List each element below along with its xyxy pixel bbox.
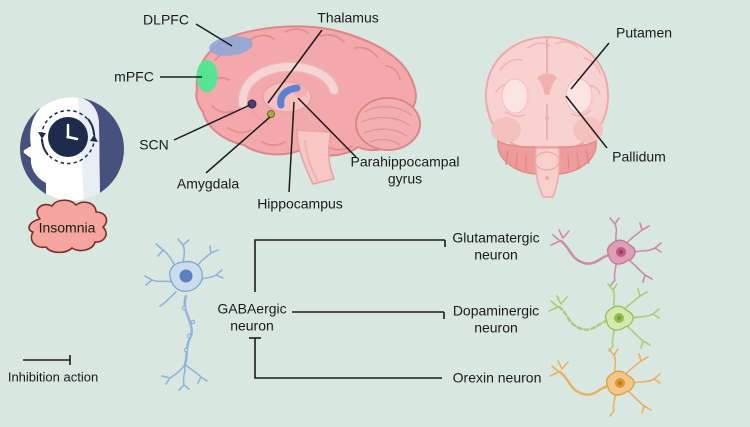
- label-gaba-line1: GABAergic: [217, 300, 287, 317]
- hippocampus-pointer-line: [288, 101, 295, 193]
- label-orexin-neuron: Orexin neuron: [452, 369, 542, 386]
- label-parahippocampal-line2: gyrus: [387, 170, 423, 186]
- sagittal-brain: [195, 25, 421, 185]
- insomnia-cloud: [28, 199, 108, 254]
- scn-pointer-line: [173, 104, 251, 141]
- hippocampus-marker: [277, 84, 301, 109]
- label-dopa-line2: neuron: [474, 319, 518, 335]
- orexin-to-gaba-line: [254, 338, 442, 379]
- inhibition-legend-line: [23, 355, 71, 365]
- mpfc-marker: [196, 60, 218, 92]
- label-hippocampus: Hippocampus: [257, 195, 343, 212]
- label-gabaergic-neuron: GABAergic neuron: [217, 300, 286, 333]
- putamen-pointer-line: [570, 42, 610, 90]
- label-glut-line1: Glutamatergic: [452, 229, 540, 246]
- coronal-brain: [484, 35, 610, 198]
- label-putamen: Putamen: [615, 24, 673, 41]
- label-gaba-line2: neuron: [230, 317, 274, 333]
- label-insomnia: Insomnia: [38, 219, 96, 236]
- label-dopaminergic-neuron: Dopaminergic neuron: [453, 302, 539, 335]
- scn-marker: [247, 99, 257, 109]
- label-dlpfc: DLPFC: [143, 11, 189, 28]
- orexin-neuron-graphic: [550, 349, 660, 416]
- connector-lines: [249, 239, 446, 379]
- cerebellum: [355, 97, 421, 151]
- label-scn: SCN: [139, 136, 169, 153]
- label-parahippocampal-line1: Parahippocampal: [350, 153, 460, 170]
- label-amygdala: Amygdala: [176, 175, 240, 192]
- clock-icon: [38, 109, 98, 165]
- label-glutamatergic-neuron: Glutamatergic neuron: [452, 229, 539, 262]
- label-parahippocampal-gyrus: Parahippocampal gyrus: [351, 153, 460, 186]
- amygdala-marker: [267, 110, 275, 118]
- gaba-to-glutamatergic-line: [254, 239, 445, 292]
- ventricle: [537, 73, 557, 95]
- dopaminergic-neuron-graphic: [549, 284, 659, 351]
- label-thalamus: Thalamus: [317, 9, 379, 26]
- head-clock-icon: [20, 97, 124, 201]
- parahippocampal-pointer-line: [297, 97, 357, 158]
- amygdala-pointer-line: [205, 116, 271, 174]
- gabaergic-neuron-graphic: [144, 238, 224, 391]
- label-pallidum: Pallidum: [612, 148, 666, 165]
- label-glut-line2: neuron: [474, 246, 518, 262]
- dlpfc-pointer-line: [195, 23, 233, 47]
- pallidum-pointer-line: [565, 95, 608, 149]
- label-mpfc: mPFC: [114, 68, 154, 85]
- label-inhibition-action: Inhibition action: [7, 369, 99, 385]
- thalamus-pointer-line: [267, 29, 323, 104]
- glutamatergic-neuron-graphic: [551, 218, 661, 285]
- pointer-lines: [160, 23, 610, 193]
- label-dopa-line1: Dopaminergic: [452, 302, 540, 319]
